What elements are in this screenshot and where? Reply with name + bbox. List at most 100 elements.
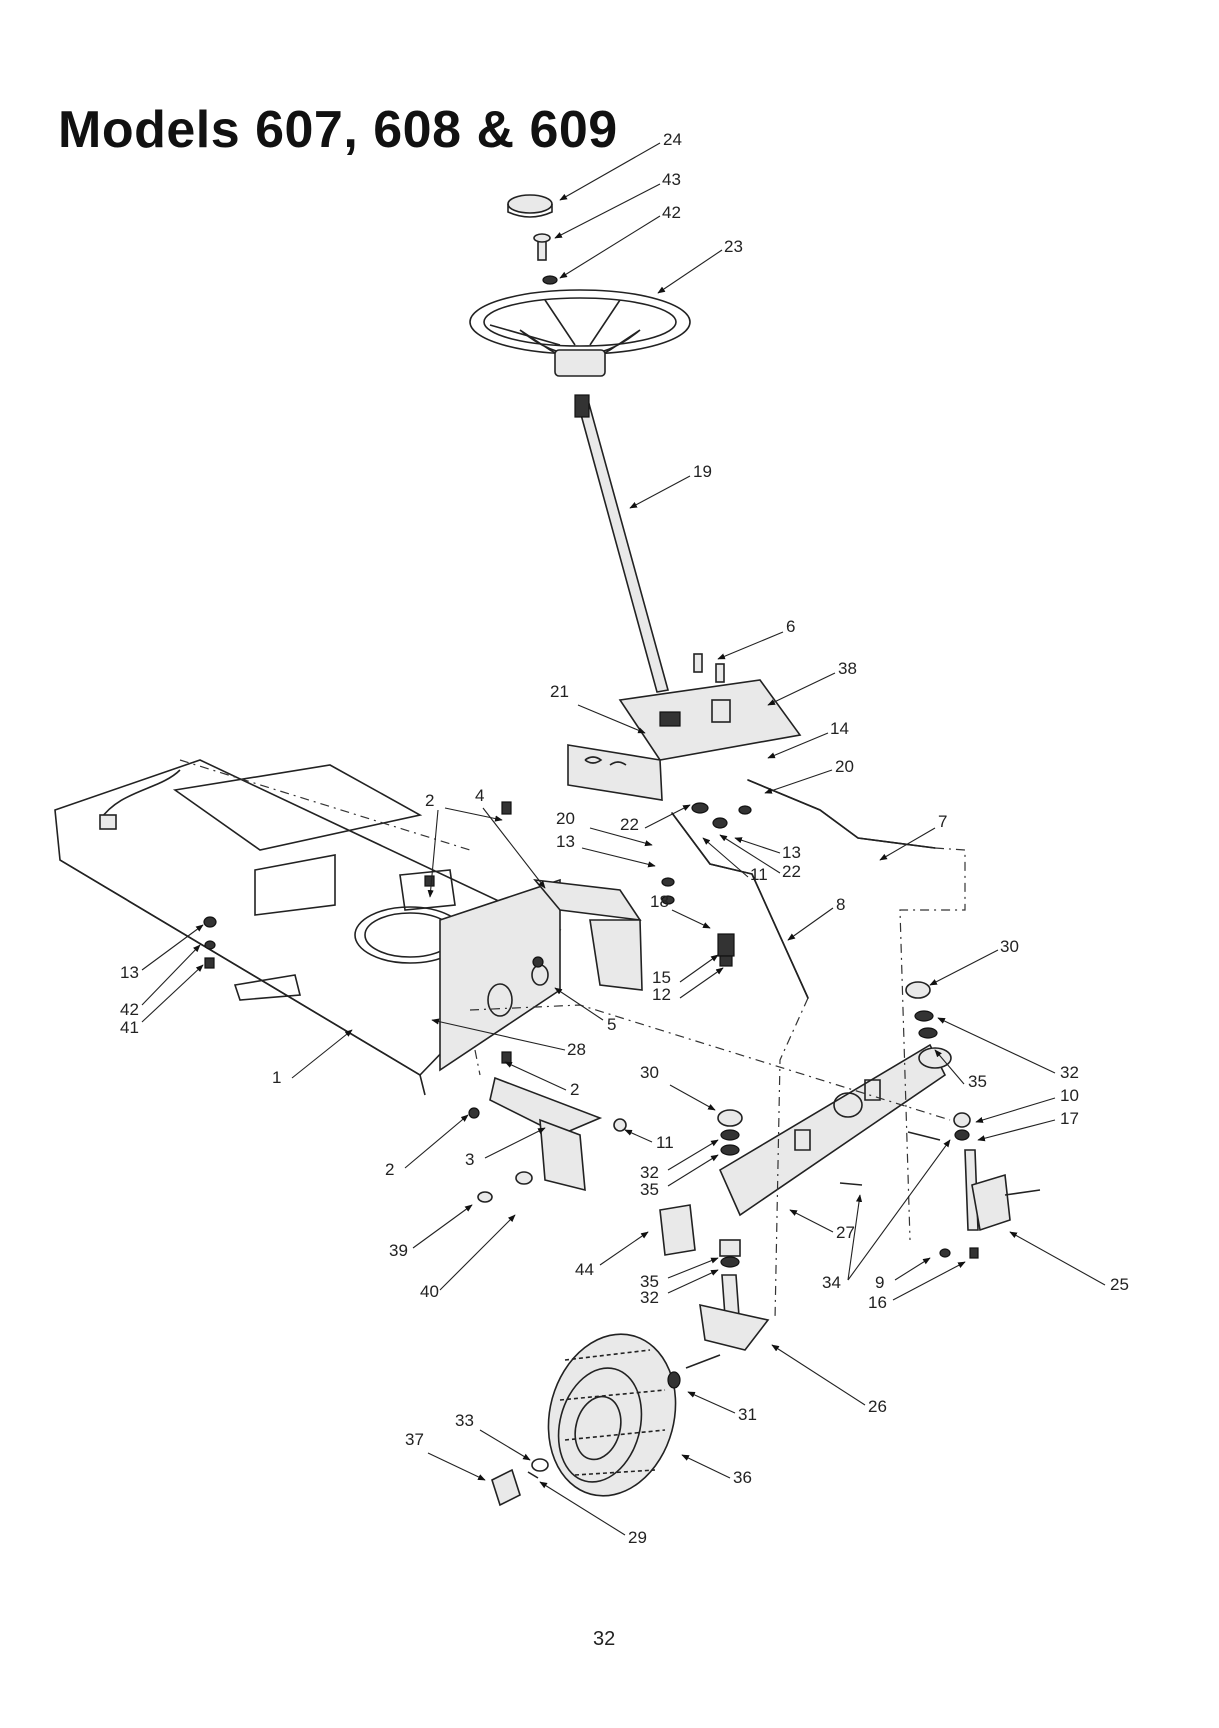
callout-leader-6 bbox=[718, 632, 783, 659]
callout-leader-11 bbox=[703, 838, 748, 877]
callout-37: 37 bbox=[405, 1430, 424, 1449]
callout-7: 7 bbox=[938, 812, 947, 831]
callout-20: 20 bbox=[835, 757, 854, 776]
callout-32: 32 bbox=[1060, 1063, 1079, 1082]
callout-16: 16 bbox=[868, 1293, 887, 1312]
right-spindle bbox=[940, 1150, 1040, 1258]
callout-6: 6 bbox=[786, 617, 795, 636]
steering-wheel bbox=[470, 290, 690, 376]
front-axle bbox=[720, 1045, 951, 1215]
callout-2: 2 bbox=[385, 1160, 394, 1179]
callout-leader-42 bbox=[560, 216, 660, 278]
callout-leader-22 bbox=[645, 805, 690, 828]
left-spindle bbox=[686, 1275, 768, 1368]
callout-23: 23 bbox=[724, 237, 743, 256]
callout-11: 11 bbox=[656, 1133, 674, 1152]
callout-leader-5 bbox=[555, 988, 603, 1020]
callout-22: 22 bbox=[782, 862, 801, 881]
callout-2: 2 bbox=[570, 1080, 579, 1099]
callout-5: 5 bbox=[607, 1015, 616, 1034]
front-wheel bbox=[531, 1320, 693, 1511]
callout-leader-23 bbox=[658, 250, 722, 293]
callout-35: 35 bbox=[968, 1072, 987, 1091]
callout-32: 32 bbox=[640, 1288, 659, 1307]
drag-link-8 bbox=[672, 813, 808, 998]
callout-42: 42 bbox=[662, 203, 681, 222]
callout-1: 1 bbox=[272, 1068, 281, 1087]
callout-leader-13 bbox=[582, 848, 655, 866]
callout-leader-32 bbox=[938, 1018, 1055, 1073]
callout-42: 42 bbox=[120, 1000, 139, 1019]
callout-leader-36 bbox=[682, 1455, 730, 1478]
callout-leader-20 bbox=[765, 770, 832, 793]
callout-18: 18 bbox=[650, 892, 669, 911]
callout-leader-17 bbox=[978, 1120, 1055, 1140]
callout-leader-13 bbox=[142, 925, 203, 970]
callout-leader-9 bbox=[895, 1258, 930, 1280]
steering-washer bbox=[543, 276, 557, 284]
callout-30: 30 bbox=[1000, 937, 1019, 956]
callout-24: 24 bbox=[663, 130, 682, 149]
callout-13: 13 bbox=[556, 832, 575, 851]
page-number: 32 bbox=[593, 1628, 615, 1651]
callout-leader-40 bbox=[440, 1215, 515, 1290]
callout-leader-32 bbox=[668, 1140, 718, 1170]
callout-leader-27 bbox=[790, 1210, 833, 1232]
callout-3: 3 bbox=[465, 1150, 474, 1169]
callout-14: 14 bbox=[830, 719, 849, 738]
callout-30: 30 bbox=[640, 1063, 659, 1082]
drag-link-7 bbox=[748, 780, 935, 848]
callout-29: 29 bbox=[628, 1528, 647, 1547]
callout-leader-26 bbox=[772, 1345, 865, 1405]
callout-2: 2 bbox=[425, 791, 434, 810]
tie-rod-spring bbox=[718, 934, 734, 966]
callout-leader-34 bbox=[848, 1140, 950, 1280]
callout-20: 20 bbox=[556, 809, 575, 828]
callout-10: 10 bbox=[1060, 1086, 1079, 1105]
callout-leader-39 bbox=[413, 1205, 472, 1248]
callout-leader-2 bbox=[445, 808, 502, 820]
callout-leader-44 bbox=[600, 1232, 648, 1265]
callout-leader-30 bbox=[930, 950, 998, 985]
callout-leader-30 bbox=[670, 1085, 715, 1110]
callout-31: 31 bbox=[738, 1405, 757, 1424]
callout-40: 40 bbox=[420, 1282, 439, 1301]
callout-28: 28 bbox=[567, 1040, 586, 1059]
frame-bracket-3 bbox=[490, 1078, 600, 1190]
callout-leader-38 bbox=[768, 673, 835, 705]
callout-leader-16 bbox=[893, 1262, 965, 1300]
callout-41: 41 bbox=[120, 1018, 139, 1037]
callout-12: 12 bbox=[652, 985, 671, 1004]
callout-8: 8 bbox=[836, 895, 845, 914]
callout-25: 25 bbox=[1110, 1275, 1129, 1294]
callout-leader-42 bbox=[142, 945, 200, 1005]
callout-leader-18 bbox=[672, 910, 710, 928]
callout-leader-33 bbox=[480, 1430, 530, 1460]
callout-leader-35 bbox=[668, 1258, 718, 1278]
callout-leader-3 bbox=[485, 1128, 545, 1158]
callout-leader-10 bbox=[976, 1098, 1055, 1122]
wiring-harness bbox=[100, 760, 470, 850]
callout-leader-1 bbox=[292, 1030, 352, 1078]
callout-leader-13 bbox=[735, 838, 780, 853]
callout-9: 9 bbox=[875, 1273, 884, 1292]
steering-shaft bbox=[575, 395, 668, 692]
callout-13: 13 bbox=[782, 843, 801, 862]
callout-leader-43 bbox=[555, 184, 660, 238]
callout-17: 17 bbox=[1060, 1109, 1079, 1128]
callout-4: 4 bbox=[475, 786, 484, 805]
callout-leader-12 bbox=[680, 968, 723, 998]
callout-38: 38 bbox=[838, 659, 857, 678]
callout-43: 43 bbox=[662, 170, 681, 189]
callout-leader-19 bbox=[630, 476, 690, 508]
callout-22: 22 bbox=[620, 815, 639, 834]
callout-leader-15 bbox=[680, 955, 718, 982]
callout-leader-4 bbox=[483, 808, 545, 888]
callout-36: 36 bbox=[733, 1468, 752, 1487]
callout-leader-2 bbox=[405, 1115, 468, 1168]
callout-34: 34 bbox=[822, 1273, 841, 1292]
callout-26: 26 bbox=[868, 1397, 887, 1416]
axle-bolts bbox=[840, 1132, 940, 1185]
